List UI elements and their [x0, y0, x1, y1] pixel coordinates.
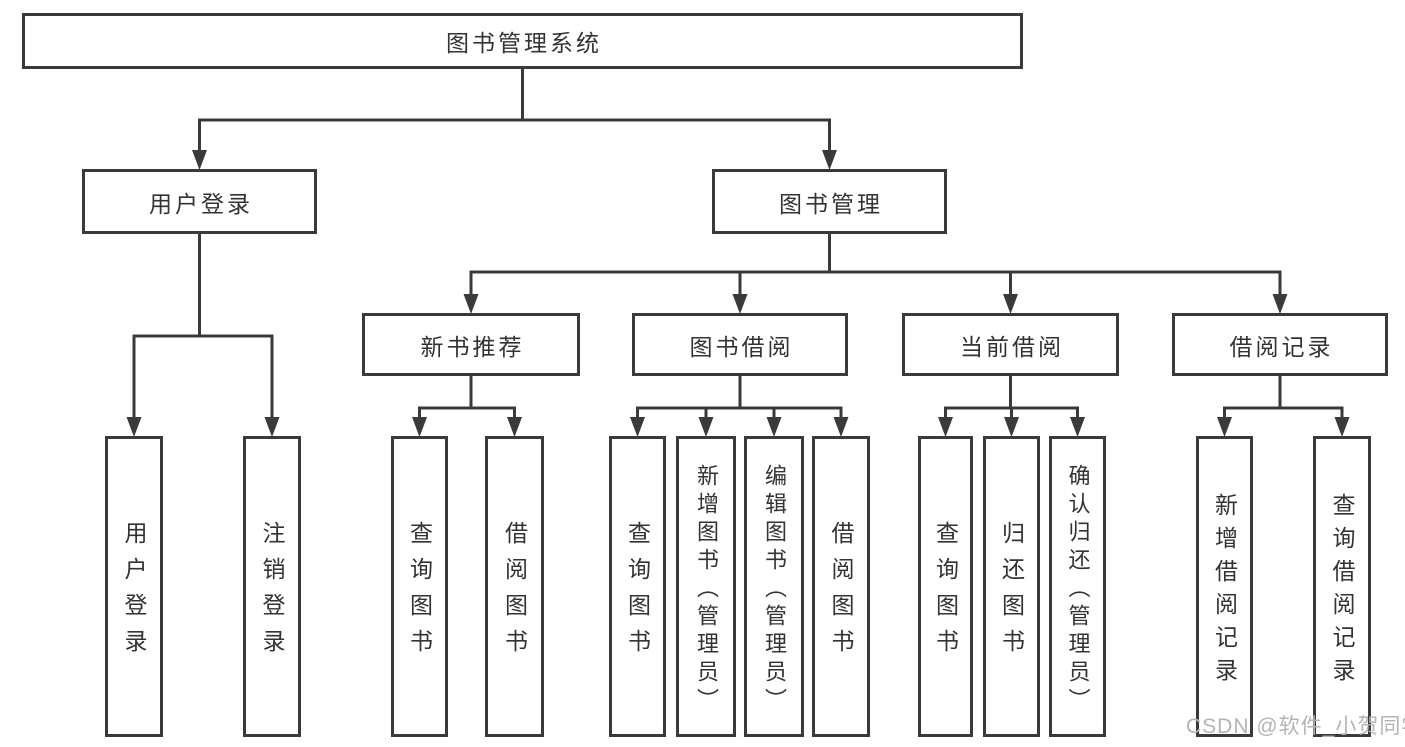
arrowhead-icon: [833, 417, 849, 437]
node-label: 查询图书: [624, 521, 651, 665]
node-label: 注销登录: [259, 521, 285, 665]
arrowhead-icon: [507, 417, 522, 437]
node-label: 图书借阅: [689, 333, 794, 360]
arrowhead-icon: [264, 417, 280, 437]
arrowhead-icon: [766, 417, 782, 437]
arrowhead-icon: [1003, 294, 1018, 314]
node-label: 当前借阅: [960, 333, 1064, 360]
node-label: 归还图书: [998, 521, 1025, 665]
node-leaf-edit-book: 编辑图书（管理员）: [744, 436, 804, 737]
node-label: 查询借阅记录: [1329, 492, 1355, 691]
node-leaf-query-borrow-record: 查询借阅记录: [1313, 436, 1371, 737]
node-label: 用户登录: [149, 190, 253, 217]
watermark: CSDN @软件_小贺同学: [1186, 715, 1405, 738]
arrowhead-icon: [732, 294, 748, 314]
arrowhead-icon: [192, 150, 207, 170]
arrowhead-icon: [698, 417, 714, 437]
node-leaf-query-books-c: 查询图书: [918, 436, 973, 737]
node-label: 图书管理: [779, 190, 883, 217]
node-label: 查询图书: [932, 521, 959, 665]
arrowhead-icon: [1334, 417, 1350, 437]
node-current-borrow: 当前借阅: [902, 313, 1119, 376]
node-leaf-borrow-books-b: 借阅图书: [812, 436, 870, 737]
node-leaf-return-book: 归还图书: [983, 436, 1040, 737]
node-label: 新增图书（管理员）: [694, 463, 719, 716]
node-leaf-borrow-books-a: 借阅图书: [485, 436, 544, 737]
node-book-mgmt: 图书管理: [712, 169, 947, 234]
node-label: 确认归还（管理员）: [1065, 463, 1091, 716]
node-label: 借阅记录: [1229, 333, 1334, 360]
node-label: 借阅图书: [828, 521, 854, 665]
arrowhead-icon: [938, 417, 953, 437]
arrowhead-icon: [1217, 417, 1232, 437]
node-label: 查询图书: [406, 521, 433, 665]
node-label: 借阅图书: [501, 521, 528, 665]
arrowhead-icon: [126, 417, 142, 437]
arrowhead-icon: [630, 417, 645, 437]
node-leaf-add-book: 新增图书（管理员）: [676, 436, 736, 737]
node-label: 图书管理系统: [446, 30, 602, 56]
arrowhead-icon: [822, 150, 837, 170]
node-new-book-rec: 新书推荐: [362, 313, 580, 376]
node-leaf-query-books-a: 查询图书: [391, 436, 448, 737]
arrowhead-icon: [412, 417, 427, 437]
node-user-login: 用户登录: [82, 169, 317, 234]
node-leaf-logout: 注销登录: [243, 436, 301, 737]
arrowhead-icon: [1070, 417, 1085, 437]
node-leaf-query-books-b: 查询图书: [609, 436, 666, 737]
node-leaf-add-borrow-record: 新增借阅记录: [1196, 436, 1253, 737]
arrowhead-icon: [463, 294, 479, 314]
node-borrow-records: 借阅记录: [1172, 313, 1388, 376]
arrowhead-icon: [1004, 417, 1019, 437]
node-leaf-user-login: 用户登录: [105, 436, 163, 737]
node-book-borrow: 图书借阅: [632, 313, 848, 376]
node-label: 新书推荐: [420, 333, 525, 360]
node-label: 新增借阅记录: [1211, 492, 1238, 691]
node-root: 图书管理系统: [22, 13, 1023, 69]
node-label: 编辑图书（管理员）: [762, 463, 787, 716]
node-label: 用户登录: [121, 521, 147, 665]
node-leaf-confirm-return: 确认归还（管理员）: [1049, 436, 1106, 737]
arrowhead-icon: [1272, 294, 1288, 314]
